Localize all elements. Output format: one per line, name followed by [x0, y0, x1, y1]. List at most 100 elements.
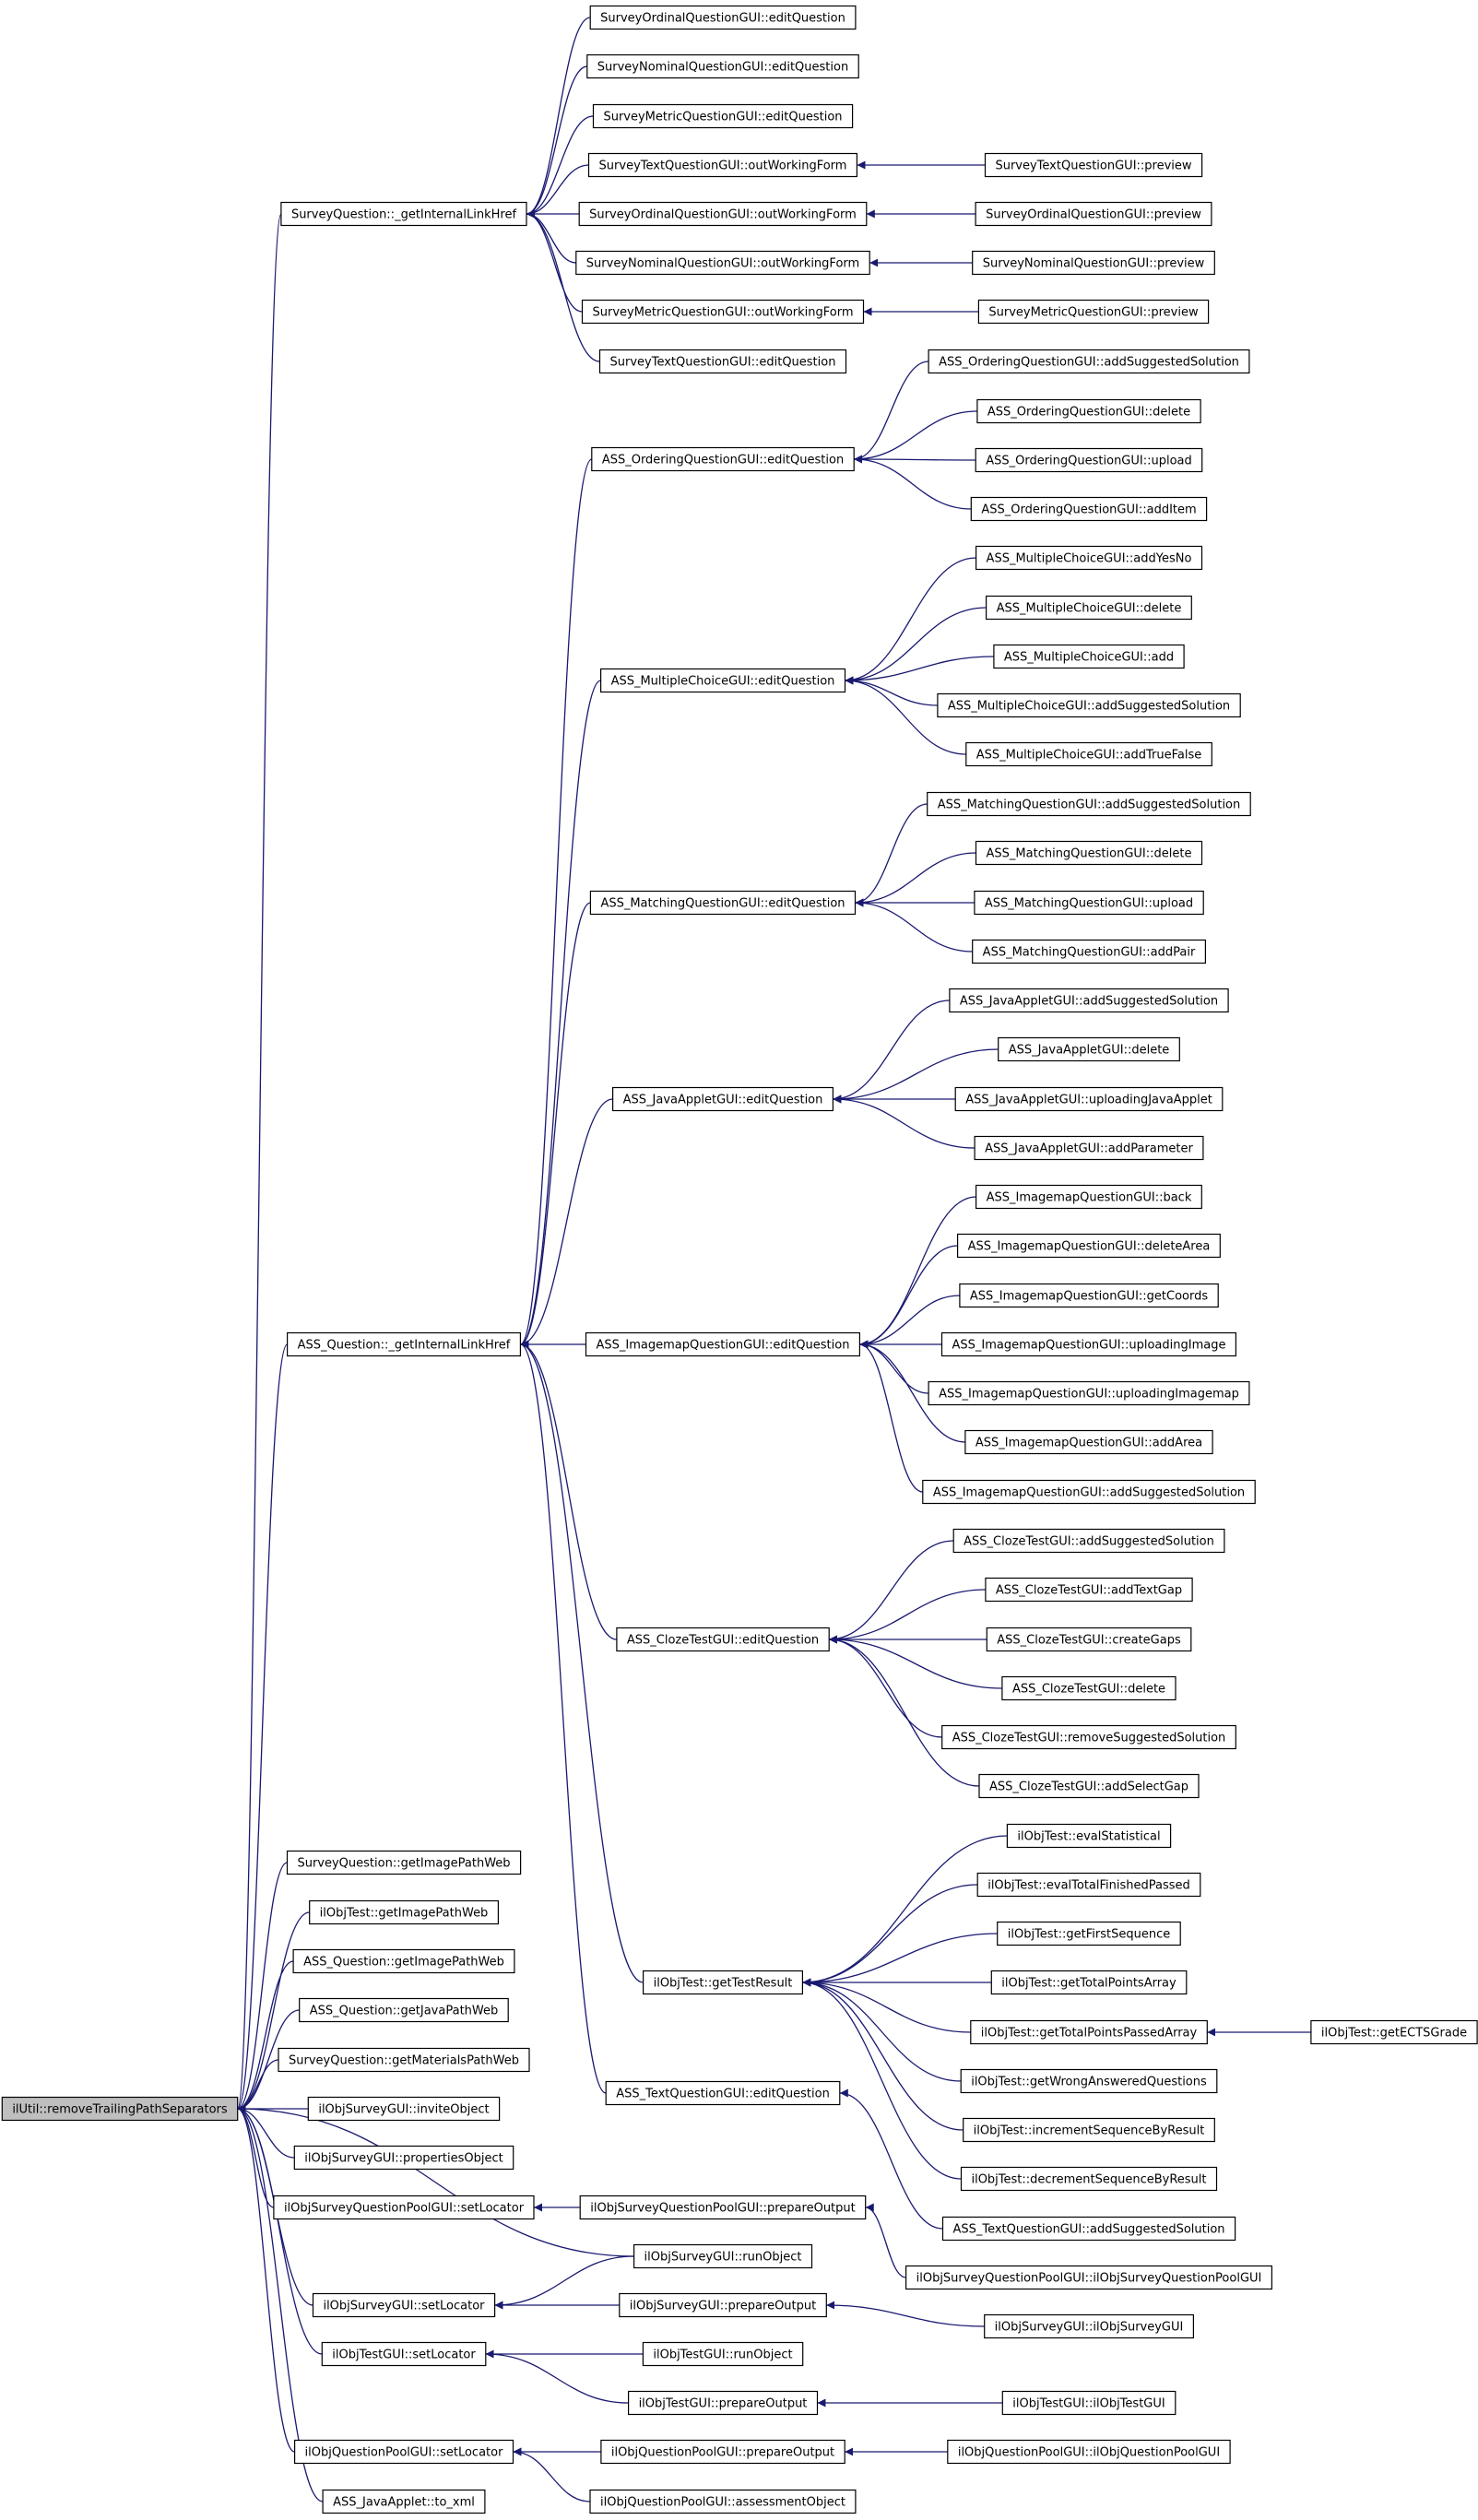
node-ord-edit[interactable]: ASS_OrderingQuestionGUI::editQuestion	[591, 446, 855, 472]
node-cl-edit[interactable]: ASS_ClozeTestGUI::editQuestion	[616, 1627, 830, 1652]
node-sq-img[interactable]: SurveyQuestion::getImagePathWeb	[286, 1850, 522, 1875]
node-cl-gap[interactable]: ASS_ClozeTestGUI::addTextGap	[985, 1577, 1193, 1603]
node-im-upimg[interactable]: ASS_ImagemapQuestionGUI::uploadingImage	[940, 1331, 1236, 1357]
node-im-coords[interactable]: ASS_ImagemapQuestionGUI::getCoords	[959, 1283, 1219, 1308]
node-ord-add[interactable]: ASS_OrderingQuestionGUI::addSuggestedSol…	[928, 349, 1250, 374]
node-stq-out[interactable]: SurveyTextQuestionGUI::outWorkingForm	[587, 152, 857, 178]
node-im-upmap[interactable]: ASS_ImagemapQuestionGUI::uploadingImagem…	[928, 1380, 1250, 1406]
node-sq-link[interactable]: SurveyQuestion::_getInternalLinkHref	[280, 201, 527, 227]
node-label: ASS_JavaAppletGUI::addParameter	[985, 1142, 1193, 1156]
node-osqp-ctor[interactable]: ilObjSurveyQuestionPoolGUI::ilObjSurveyQ…	[905, 2265, 1272, 2290]
node-os-loc[interactable]: ilObjSurveyGUI::setLocator	[312, 2292, 496, 2318]
node-mat-edit[interactable]: ASS_MatchingQuestionGUI::editQuestion	[589, 890, 857, 916]
edge-oqp_loc-to-root	[237, 2104, 295, 2453]
node-mat-pair[interactable]: ASS_MatchingQuestionGUI::addPair	[972, 939, 1206, 964]
node-im-delarea[interactable]: ASS_ImagemapQuestionGUI::deleteArea	[956, 1233, 1221, 1259]
node-os-run[interactable]: ilObjSurveyGUI::runObject	[633, 2243, 813, 2269]
node-smq-edit[interactable]: SurveyMetricQuestionGUI::editQuestion	[592, 103, 854, 129]
edge-cl_rem-to-cl_edit	[829, 1635, 942, 1738]
node-ja-del[interactable]: ASS_JavaAppletGUI::delete	[998, 1036, 1180, 1062]
node-stq-prev[interactable]: SurveyTextQuestionGUI::preview	[984, 152, 1203, 178]
node-sorq-edit[interactable]: SurveyOrdinalQuestionGUI::editQuestion	[589, 5, 857, 30]
node-aq-link[interactable]: ASS_Question::_getInternalLinkHref	[287, 1331, 522, 1357]
node-im-addarea[interactable]: ASS_ImagemapQuestionGUI::addArea	[964, 1429, 1213, 1455]
node-ord-item[interactable]: ASS_OrderingQuestionGUI::addItem	[970, 496, 1208, 522]
node-box	[941, 1724, 1236, 1750]
node-ot-ptsp[interactable]: ilObjTest::getTotalPointsPassedArray	[970, 2019, 1208, 2045]
node-im-back[interactable]: ASS_ImagemapQuestionGUI::back	[975, 1184, 1202, 1210]
node-ja-edit[interactable]: ASS_JavaAppletGUI::editQuestion	[611, 1086, 834, 1112]
node-label: SurveyTextQuestionGUI::outWorkingForm	[599, 160, 847, 173]
node-sq-mat[interactable]: SurveyQuestion::getMaterialsPathWeb	[278, 2047, 530, 2073]
node-ot-inc[interactable]: ilObjTest::incrementSequenceByResult	[963, 2117, 1215, 2143]
node-mc-del[interactable]: ASS_MultipleChoiceGUI::delete	[985, 595, 1192, 621]
node-box	[1001, 1675, 1176, 1701]
node-oqp-loc[interactable]: ilObjQuestionPoolGUI::setLocator	[294, 2439, 514, 2465]
node-im-edit[interactable]: ASS_ImagemapQuestionGUI::editQuestion	[585, 1331, 860, 1357]
edge-mc_add-to-mc_edit	[845, 656, 994, 685]
node-mc-yesno[interactable]: ASS_MultipleChoiceGUI::addYesNo	[975, 545, 1203, 571]
node-snq-prev[interactable]: SurveyNominalQuestionGUI::preview	[972, 250, 1215, 276]
node-osqp-loc[interactable]: ilObjSurveyQuestionPoolGUI::setLocator	[273, 2195, 535, 2220]
node-snq-edit[interactable]: SurveyNominalQuestionGUI::editQuestion	[586, 53, 859, 79]
node-mc-sugg[interactable]: ASS_MultipleChoiceGUI::addSuggestedSolut…	[937, 692, 1241, 718]
node-ord-del[interactable]: ASS_OrderingQuestionGUI::delete	[976, 398, 1201, 424]
node-ot-wrong[interactable]: ilObjTest::getWrongAnsweredQuestions	[960, 2068, 1218, 2094]
node-otg-ctor[interactable]: ilObjTestGUI::ilObjTestGUI	[1001, 2390, 1176, 2416]
node-os-invite[interactable]: ilObjSurveyGUI::inviteObject	[307, 2096, 501, 2122]
node-label: ASS_MultipleChoiceGUI::addSuggestedSolut…	[948, 700, 1230, 714]
node-sorq-out[interactable]: SurveyOrdinalQuestionGUI::outWorkingForm	[578, 201, 868, 227]
node-box	[937, 692, 1241, 718]
node-ot-pts[interactable]: ilObjTest::getTotalPointsArray	[990, 1970, 1188, 1995]
node-osqp-prep[interactable]: ilObjSurveyQuestionPoolGUI::prepareOutpu…	[579, 2195, 867, 2220]
node-cl-rem[interactable]: ASS_ClozeTestGUI::removeSuggestedSolutio…	[941, 1724, 1236, 1750]
node-cl-sel[interactable]: ASS_ClozeTestGUI::addSelectGap	[978, 1773, 1200, 1799]
node-oqp-assess[interactable]: ilObjQuestionPoolGUI::assessmentObject	[589, 2489, 857, 2514]
node-snq-out[interactable]: SurveyNominalQuestionGUI::outWorkingForm	[575, 250, 870, 276]
node-label: ilObjSurveyQuestionPoolGUI::ilObjSurveyQ…	[916, 2272, 1262, 2286]
node-tq-sugg[interactable]: ASS_TextQuestionGUI::addSuggestedSolutio…	[941, 2216, 1236, 2242]
node-otg-prep[interactable]: ilObjTestGUI::prepareOutput	[627, 2390, 819, 2416]
node-mc-tf[interactable]: ASS_MultipleChoiceGUI::addTrueFalse	[965, 741, 1212, 767]
node-label: ilObjQuestionPoolGUI::prepareOutput	[611, 2446, 834, 2460]
node-stq-edit[interactable]: SurveyTextQuestionGUI::editQuestion	[598, 349, 847, 374]
node-im-sugg[interactable]: ASS_ImagemapQuestionGUI::addSuggestedSol…	[922, 1479, 1256, 1505]
node-cl-sugg[interactable]: ASS_ClozeTestGUI::addSuggestedSolution	[952, 1528, 1225, 1554]
node-mat-del[interactable]: ASS_MatchingQuestionGUI::delete	[975, 840, 1203, 866]
node-mc-edit[interactable]: ASS_MultipleChoiceGUI::editQuestion	[599, 668, 846, 693]
node-root[interactable]: ilUtil::removeTrailingPathSeparators	[1, 2096, 239, 2122]
node-label: ASS_JavaAppletGUI::delete	[1009, 1044, 1170, 1058]
node-aq-java[interactable]: ASS_Question::getJavaPathWeb	[299, 1997, 509, 2023]
node-mat-up[interactable]: ASS_MatchingQuestionGUI::upload	[974, 890, 1204, 916]
node-ot-img[interactable]: ilObjTest::getImagePathWeb	[309, 1899, 500, 1925]
node-otg-run[interactable]: ilObjTestGUI::runObject	[642, 2341, 804, 2367]
node-os-props[interactable]: ilObjSurveyGUI::propertiesObject	[293, 2145, 514, 2171]
node-mat-sugg[interactable]: ASS_MatchingQuestionGUI::addSuggestedSol…	[927, 791, 1251, 817]
node-ja-sugg[interactable]: ASS_JavaAppletGUI::addSuggestedSolution	[949, 988, 1229, 1013]
node-ot-dec[interactable]: ilObjTest::decrementSequenceByResult	[960, 2166, 1218, 2192]
node-ot-first[interactable]: ilObjTest::getFirstSequence	[997, 1921, 1181, 1946]
node-ot-res[interactable]: ilObjTest::getTestResult	[642, 1970, 803, 1995]
node-smq-out[interactable]: SurveyMetricQuestionGUI::outWorkingForm	[581, 299, 865, 325]
node-otg-loc[interactable]: ilObjTestGUI::setLocator	[321, 2341, 487, 2367]
node-ja-param[interactable]: ASS_JavaAppletGUI::addParameter	[974, 1135, 1204, 1161]
node-ot-fin[interactable]: ilObjTest::evalTotalFinishedPassed	[976, 1872, 1201, 1898]
node-ja-up[interactable]: ASS_JavaAppletGUI::uploadingJavaApplet	[954, 1086, 1224, 1112]
node-mc-add[interactable]: ASS_MultipleChoiceGUI::add	[993, 644, 1185, 669]
node-cl-del[interactable]: ASS_ClozeTestGUI::delete	[1001, 1675, 1176, 1701]
node-oqp-ctor[interactable]: ilObjQuestionPoolGUI::ilObjQuestionPoolG…	[947, 2439, 1231, 2465]
edge-ot_inc-to-ot_res	[802, 1978, 964, 2131]
node-os-ctor[interactable]: ilObjSurveyGUI::ilObjSurveyGUI	[984, 2313, 1194, 2339]
node-aq-img[interactable]: ASS_Question::getImagePathWeb	[292, 1948, 515, 1974]
node-label: ilObjTest::getTestResult	[654, 1977, 793, 1991]
node-oqp-prep[interactable]: ilObjQuestionPoolGUI::prepareOutput	[600, 2439, 845, 2465]
node-ord-up[interactable]: ASS_OrderingQuestionGUI::upload	[975, 447, 1203, 473]
node-ot-eval[interactable]: ilObjTest::evalStatistical	[1006, 1823, 1172, 1849]
node-smq-prev[interactable]: SurveyMetricQuestionGUI::preview	[977, 299, 1210, 325]
node-ot-ects[interactable]: ilObjTest::getECTSGrade	[1310, 2019, 1478, 2045]
node-tq-edit[interactable]: ASS_TextQuestionGUI::editQuestion	[605, 2080, 841, 2106]
node-cl-create[interactable]: ASS_ClozeTestGUI::createGaps	[986, 1627, 1192, 1652]
node-os-prep[interactable]: ilObjSurveyGUI::prepareOutput	[619, 2292, 827, 2318]
node-sorq-prev[interactable]: SurveyOrdinalQuestionGUI::preview	[975, 201, 1212, 227]
node-ja-xml[interactable]: ASS_JavaApplet::to_xml	[322, 2489, 486, 2514]
